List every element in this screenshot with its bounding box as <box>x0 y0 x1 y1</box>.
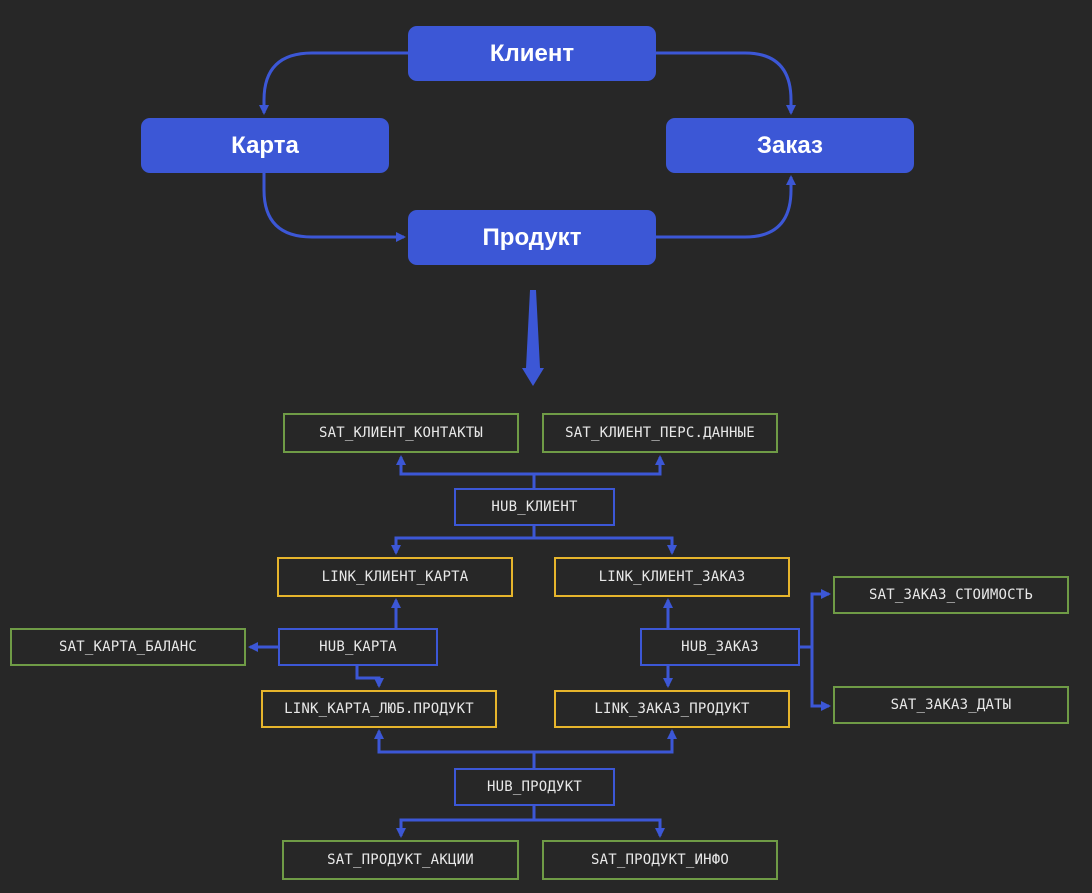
hub-card: HUB_КАРТА <box>278 628 438 666</box>
concept-order-label: Заказ <box>757 131 823 159</box>
concept-card-label: Карта <box>231 131 299 159</box>
sat-client-contacts-label: SAT_КЛИЕНТ_КОНТАКТЫ <box>319 425 483 441</box>
arrow-hub-client-to-sat-pers <box>534 455 665 476</box>
sat-order-dates: SAT_ЗАКАЗ_ДАТЫ <box>833 686 1069 724</box>
arrow-hub-order-to-sat-cost <box>800 589 831 649</box>
link-client-order: LINK_КЛИЕНТ_ЗАКАЗ <box>554 557 790 597</box>
hub-product: HUB_ПРОДУКТ <box>454 768 615 806</box>
sat-card-balance-label: SAT_КАРТА_БАЛАНС <box>58 639 198 655</box>
concept-card: Карта <box>141 118 389 173</box>
link-client-card: LINK_КЛИЕНТ_КАРТА <box>277 557 513 597</box>
arrow-client-to-card <box>259 51 408 115</box>
arrow-hub-client-to-sat-contacts <box>396 455 536 488</box>
arrow-client-to-order <box>656 51 796 115</box>
arrow-hub-order-to-sat-dates <box>810 647 831 711</box>
arrow-hub-product-to-link-order-product <box>534 729 677 754</box>
sat-product-promos: SAT_ПРОДУКТ_АКЦИИ <box>282 840 519 880</box>
concept-product-label: Продукт <box>482 223 582 251</box>
concept-product: Продукт <box>408 210 656 265</box>
arrow-hub-client-to-link-card <box>391 526 536 555</box>
sat-client-pers-data: SAT_КЛИЕНТ_ПЕРС.ДАННЫЕ <box>542 413 778 453</box>
hub-order: HUB_ЗАКАЗ <box>640 628 800 666</box>
hub-order-label: HUB_ЗАКАЗ <box>681 639 759 655</box>
link-order-product: LINK_ЗАКАЗ_ПРОДУКТ <box>554 690 790 728</box>
arrow-hub-client-to-link-order <box>534 536 677 555</box>
link-card-fav-product-label: LINK_КАРТА_ЛЮБ.ПРОДУКТ <box>284 701 474 717</box>
arrow-hub-product-to-sat-info <box>534 818 665 838</box>
link-client-order-label: LINK_КЛИЕНТ_ЗАКАЗ <box>598 569 746 585</box>
sat-client-pers-data-label: SAT_КЛИЕНТ_ПЕРС.ДАННЫЕ <box>565 425 755 441</box>
hub-client-label: HUB_КЛИЕНТ <box>491 499 578 515</box>
arrow-card-to-product <box>262 173 406 242</box>
hub-product-label: HUB_ПРОДУКТ <box>487 779 582 795</box>
hub-card-label: HUB_КАРТА <box>319 639 397 655</box>
sat-product-info-label: SAT_ПРОДУКТ_ИНФО <box>590 852 730 868</box>
sat-order-cost-label: SAT_ЗАКАЗ_СТОИМОСТЬ <box>869 587 1033 603</box>
concept-order: Заказ <box>666 118 914 173</box>
concept-client-label: Клиент <box>489 39 575 67</box>
concept-client: Клиент <box>408 26 656 81</box>
arrow-hub-card-to-link-fav-product <box>355 666 384 688</box>
link-order-product-label: LINK_ЗАКАЗ_ПРОДУКТ <box>594 701 750 717</box>
arrow-product-to-order <box>656 175 796 239</box>
arrow-hub-product-to-sat-promos <box>396 806 536 838</box>
link-card-fav-product: LINK_КАРТА_ЛЮБ.ПРОДУКТ <box>261 690 497 728</box>
link-client-card-label: LINK_КЛИЕНТ_КАРТА <box>321 569 469 585</box>
sat-order-dates-label: SAT_ЗАКАЗ_ДАТЫ <box>890 697 1012 713</box>
arrow-hub-product-to-link-fav-product <box>374 729 536 768</box>
transition-arrow <box>522 290 544 386</box>
hub-client: HUB_КЛИЕНТ <box>454 488 615 526</box>
sat-client-contacts: SAT_КЛИЕНТ_КОНТАКТЫ <box>283 413 519 453</box>
sat-product-promos-label: SAT_ПРОДУКТ_АКЦИИ <box>327 852 474 868</box>
sat-order-cost: SAT_ЗАКАЗ_СТОИМОСТЬ <box>833 576 1069 614</box>
sat-product-info: SAT_ПРОДУКТ_ИНФО <box>542 840 778 880</box>
sat-card-balance: SAT_КАРТА_БАЛАНС <box>10 628 246 666</box>
